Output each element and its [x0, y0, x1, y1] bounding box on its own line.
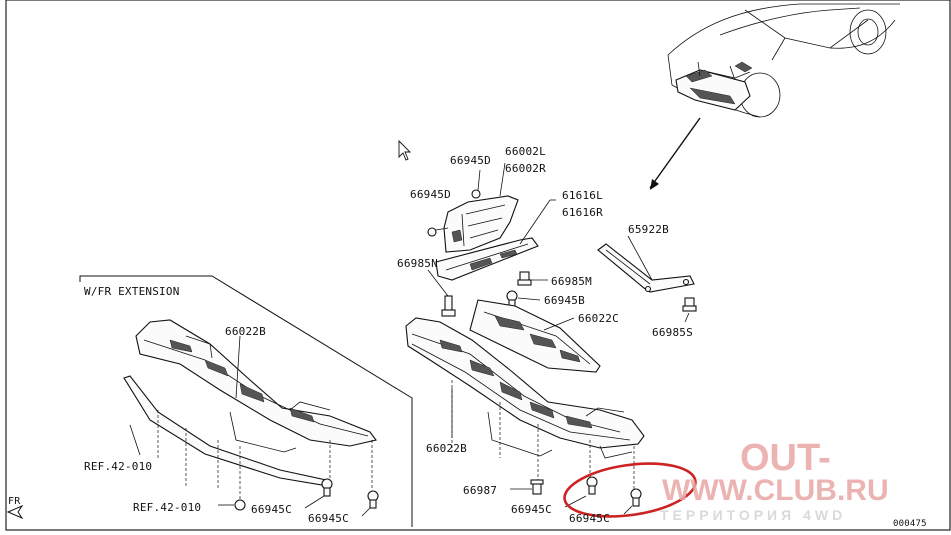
clip-66945C-2 [361, 490, 379, 517]
pointer-arrow-line [649, 117, 701, 189]
fastener-66985S [682, 297, 697, 323]
fastener-66985N [427, 269, 456, 317]
leader-61616 [519, 199, 551, 245]
watermark-line3: ТЕРРИТОРИЯ 4WD [660, 507, 846, 523]
label-66945C-3: 66945C [511, 503, 552, 516]
clip-66945C-3 [564, 476, 598, 508]
fastener-66987 [510, 479, 544, 495]
inset-title: W/FR EXTENSION [84, 285, 180, 298]
car-overview-illustration [667, 3, 900, 118]
bracket-66002 [427, 169, 519, 253]
bracket-61616 [435, 237, 539, 281]
pointer-arrow-head [650, 179, 659, 190]
label-66002R: 66002R [505, 162, 546, 175]
label-66985N: 66985N [397, 257, 438, 270]
dashed-guides-inset [157, 410, 373, 500]
front-direction-arrow-icon [6, 504, 24, 520]
cover-66022C [469, 299, 601, 373]
mouse-cursor-icon [398, 139, 412, 161]
inset-frame [79, 275, 413, 527]
label-66985M: 66985M [551, 275, 592, 288]
leader-66022C [543, 317, 575, 331]
label-66945C-2: 66945C [308, 512, 349, 525]
label-66945B: 66945B [544, 294, 585, 307]
label-66945C-1: 66945C [251, 503, 292, 516]
label-66987: 66987 [463, 484, 497, 497]
clip-66945C-4 [623, 488, 642, 515]
diagram-id: 000475 [893, 519, 927, 529]
clip-66945C-1 [304, 478, 333, 509]
under-cover-66022B-inset [135, 319, 377, 453]
label-66022C: 66022C [578, 312, 619, 325]
diagram-frame [5, 0, 951, 531]
brace-65922B [597, 243, 695, 293]
highlight-ellipse [563, 462, 697, 518]
under-cover-66022B-main [405, 317, 645, 459]
label-66002L: 66002L [505, 145, 546, 158]
watermark-line1: OUT- [740, 437, 831, 479]
label-66945D-left: 66945D [410, 188, 451, 201]
leader-66022B-inset [235, 335, 241, 399]
label-66985S: 66985S [652, 326, 693, 339]
label-61616L: 61616L [562, 189, 603, 202]
label-61616R: 61616R [562, 206, 603, 219]
clip-ref-42-010 [218, 499, 246, 511]
label-66945D-top: 66945D [450, 154, 491, 167]
leader-65922B [627, 235, 653, 281]
leader-ref-42-010-a [129, 424, 141, 456]
label-66022B-main: 66022B [426, 442, 467, 455]
label-66945C-4: 66945C [569, 512, 610, 525]
label-ref-42-010-a: REF.42-010 [84, 460, 152, 473]
leader-66002 [499, 162, 506, 197]
fastener-66945B [506, 290, 541, 309]
label-66022B-inset: 66022B [225, 325, 266, 338]
label-ref-42-010-b: REF.42-010 [133, 501, 201, 514]
fastener-66985M [517, 271, 548, 286]
watermark-line2: WWW.CLUB.RU [662, 474, 889, 507]
label-65922B: 65922B [628, 223, 669, 236]
label-fr: FR [8, 496, 21, 507]
